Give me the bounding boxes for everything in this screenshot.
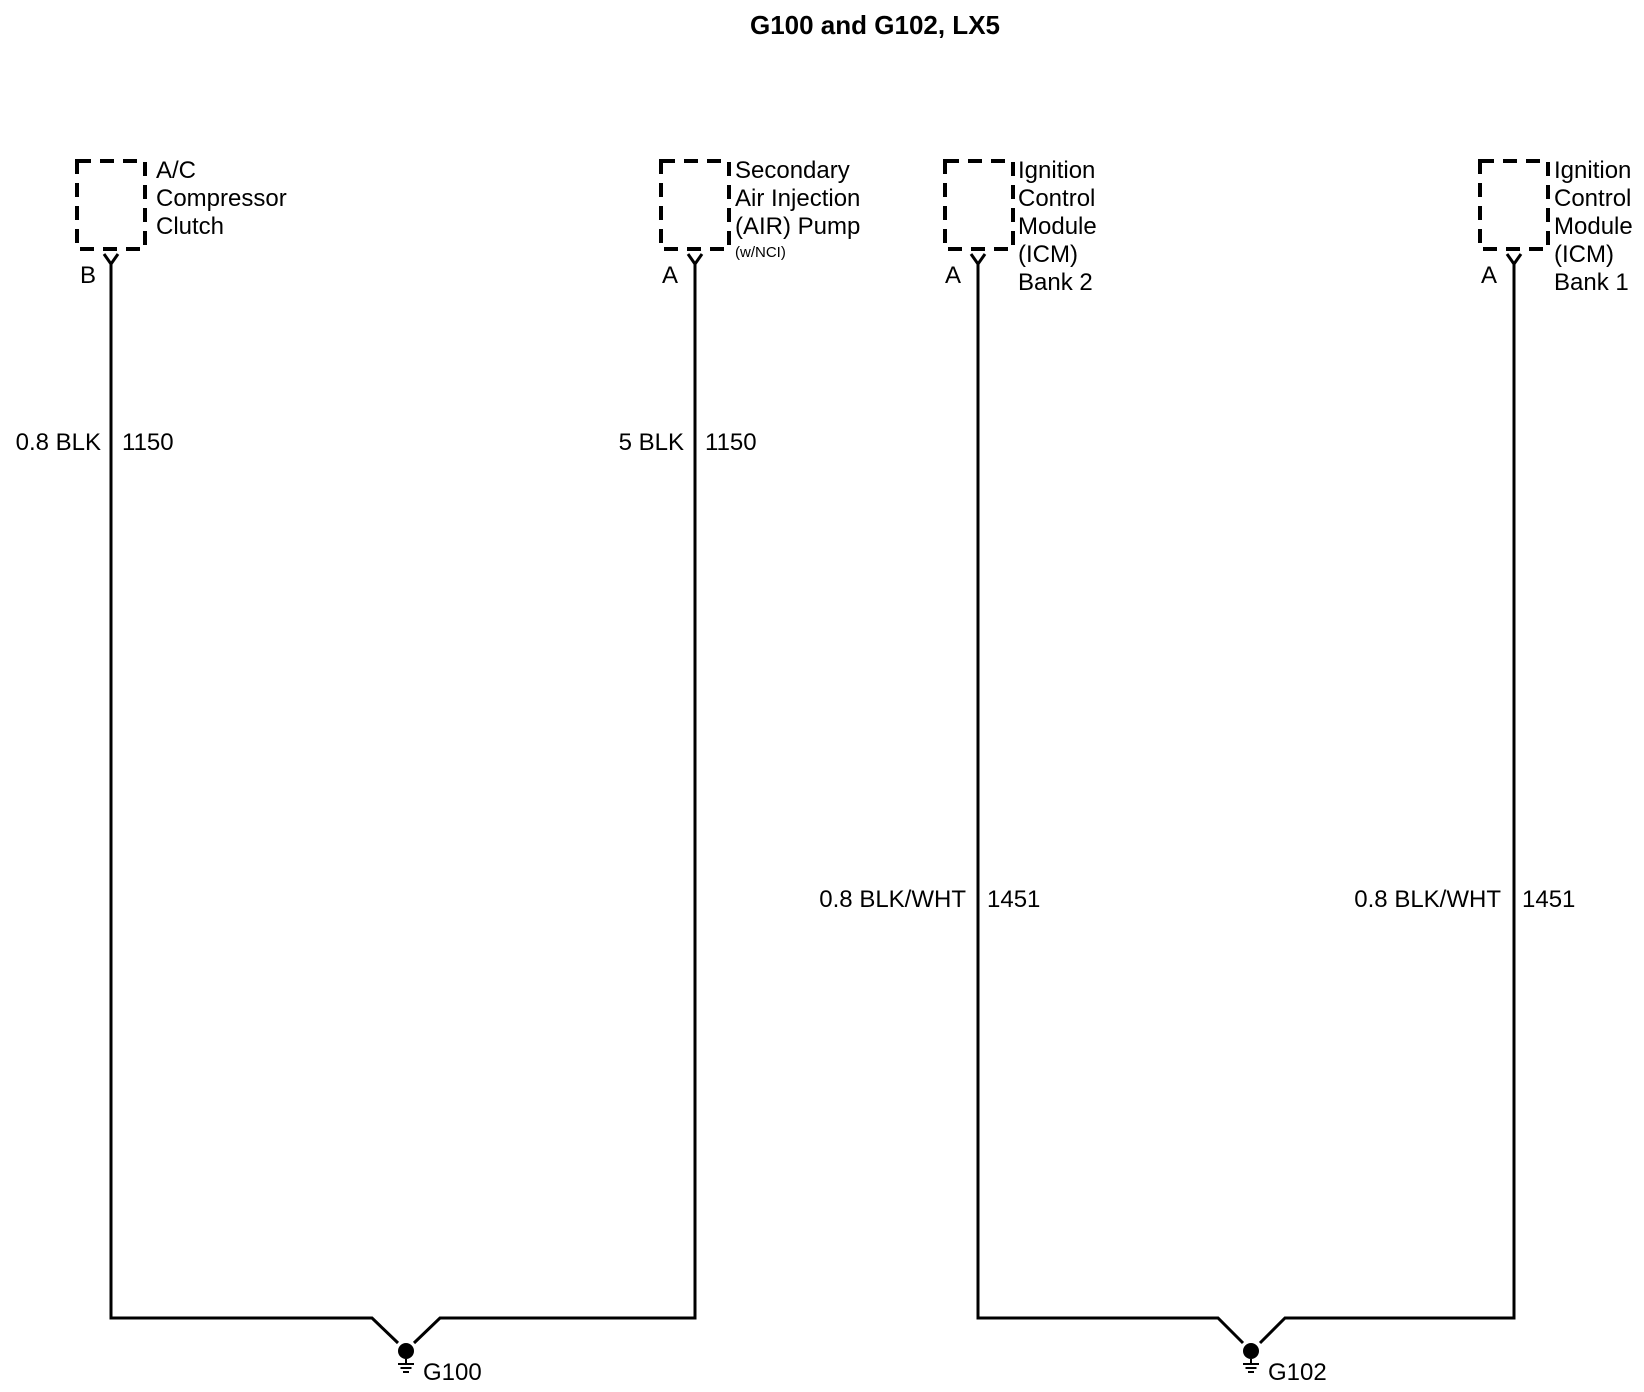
ground-icon <box>1243 1359 1259 1373</box>
component-box-air <box>659 159 731 251</box>
circuit-label-icm2: 1451 <box>987 886 1040 913</box>
splice-dot-g102 <box>1243 1343 1259 1359</box>
component-box-icm1 <box>1478 159 1550 251</box>
circuit-label-air: 1150 <box>705 429 757 456</box>
component-label-ac: A/C Compressor Clutch <box>156 157 293 240</box>
pin-label-icm1: A <box>1481 262 1497 289</box>
wire-label-ac: 0.8 BLK <box>16 429 101 456</box>
circuit-label-icm1: 1451 <box>1522 886 1575 913</box>
component-air-pump: Secondary Air Injection (AIR) Pump (w/NC… <box>619 157 867 456</box>
component-label-icm2: Ignition Control Module (ICM) Bank 2 <box>1018 157 1103 296</box>
wire-ac-to-g100 <box>109 262 400 1345</box>
wire-icm2-to-g102 <box>976 262 1245 1345</box>
component-icm-bank-2: Ignition Control Module (ICM) Bank 2 A 0… <box>819 157 1103 913</box>
splice-dot-g100 <box>398 1343 414 1359</box>
ground-g102: G102 <box>1243 1343 1327 1386</box>
component-label-air: Secondary Air Injection (AIR) Pump <box>735 157 867 240</box>
ground-icon <box>398 1359 414 1373</box>
circuit-label-ac: 1150 <box>122 429 174 456</box>
component-icm-bank-1: Ignition Control Module (ICM) Bank 1 A 0… <box>1354 157 1639 913</box>
component-ac-compressor-clutch: A/C Compressor Clutch B 0.8 BLK 1150 <box>16 157 293 456</box>
diagram-title: G100 and G102, LX5 <box>750 10 1000 40</box>
wire-icm1-to-g102 <box>1258 262 1516 1345</box>
ground-label-g102: G102 <box>1268 1359 1327 1386</box>
pin-label-icm2: A <box>945 262 961 289</box>
component-box-icm2 <box>943 159 1015 251</box>
ground-g100: G100 <box>398 1343 482 1386</box>
component-box-ac <box>75 159 147 251</box>
wire-label-air: 5 BLK <box>619 429 684 456</box>
pin-label-air: A <box>662 262 678 289</box>
wire-label-icm1: 0.8 BLK/WHT <box>1354 886 1501 913</box>
wire-label-icm2: 0.8 BLK/WHT <box>819 886 966 913</box>
component-label-icm1: Ignition Control Module (ICM) Bank 1 <box>1554 157 1639 296</box>
component-note-air: (w/NCI) <box>735 244 786 261</box>
pin-label-ac: B <box>80 262 96 289</box>
wire-air-to-g100 <box>412 262 697 1345</box>
ground-label-g100: G100 <box>423 1359 482 1386</box>
